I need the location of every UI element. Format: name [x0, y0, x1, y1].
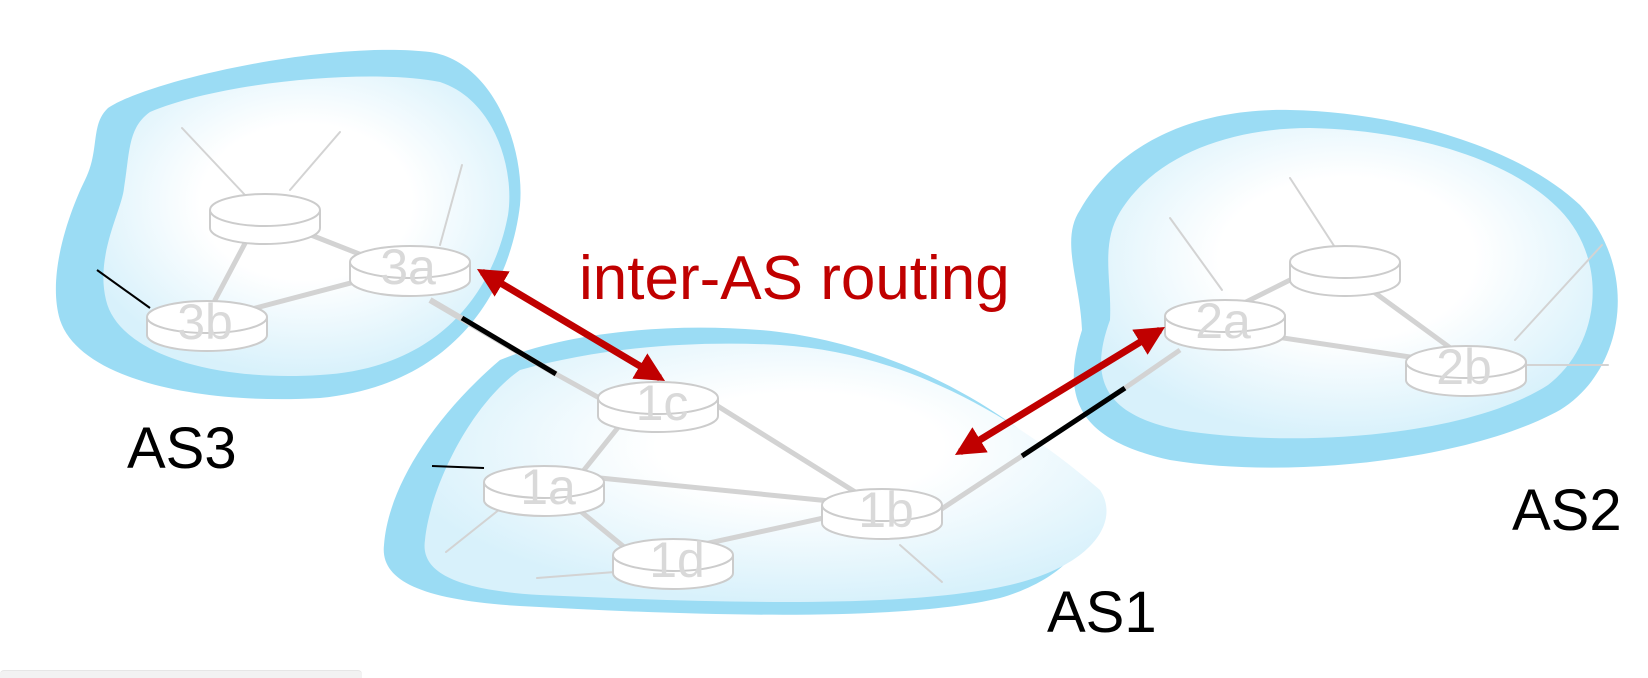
router-3b-label: 3b — [177, 294, 233, 350]
as3-label: AS3 — [127, 416, 237, 481]
router-1a-label: 1a — [520, 459, 576, 515]
router-3b: 3b — [146, 294, 268, 352]
as1-label: AS1 — [1047, 580, 1157, 645]
router-1c-label: 1c — [636, 375, 689, 431]
router-1b-label: 1b — [858, 482, 914, 538]
router-2a-label: 2a — [1195, 293, 1251, 349]
router-1d: 1d — [612, 532, 734, 590]
double-arrow-icon — [476, 268, 666, 382]
router-2a: 2a — [1164, 293, 1286, 351]
router-3a-label: 3a — [380, 239, 436, 295]
router-3a: 3a — [349, 239, 471, 297]
as1-cloud — [383, 327, 1107, 615]
router-2b: 2b — [1405, 339, 1527, 397]
router-1c: 1c — [597, 375, 719, 433]
double-arrow-icon — [954, 326, 1166, 456]
router-1b: 1b — [821, 482, 943, 540]
router-3c — [209, 193, 321, 245]
router-1a: 1a — [483, 459, 605, 517]
router-2b-label: 2b — [1436, 339, 1492, 395]
router-1d-label: 1d — [649, 532, 705, 588]
router-2c — [1289, 245, 1401, 297]
stub-links — [96, 269, 485, 469]
scroll-strip — [0, 670, 362, 678]
as2-label: AS2 — [1512, 478, 1622, 543]
diagram-title: inter-AS routing — [579, 244, 1010, 313]
